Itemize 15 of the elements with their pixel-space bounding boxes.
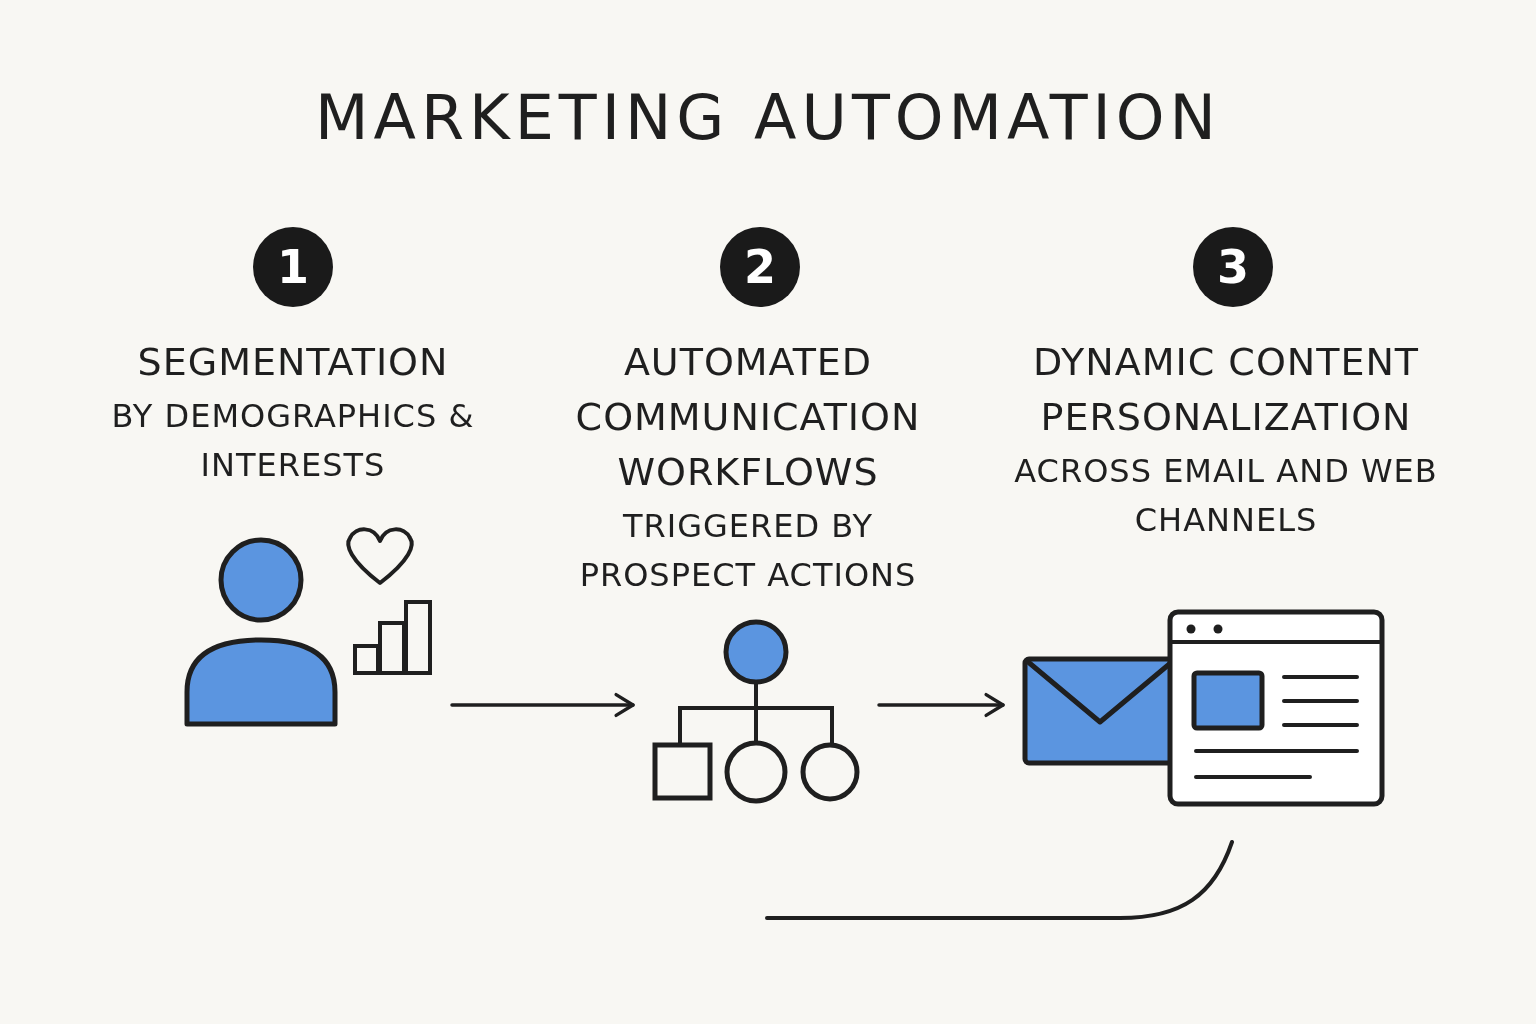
step-description: ACROSS EMAIL AND WEB CHANNELS	[1013, 451, 1439, 541]
person-drawing	[184, 527, 432, 727]
email-browser-drawing	[1022, 609, 1385, 807]
step-description: TRIGGERED BY PROSPECT ACTIONS	[578, 506, 918, 596]
step-number: 3	[1193, 227, 1273, 307]
arrow	[877, 692, 1005, 718]
arrow	[450, 692, 635, 718]
step-heading: DYNAMIC CONTENT PERSONALIZATION	[1031, 339, 1421, 441]
hierarchy-icon	[652, 619, 860, 804]
step-number: 2	[720, 227, 800, 307]
step-description: BY DEMOGRAPHICS & INTERESTS	[110, 396, 476, 486]
title: MARKETING AUTOMATION	[314, 80, 1222, 156]
step-heading: SEGMENTATION	[136, 339, 450, 386]
step-heading: AUTOMATED COMMUNICATION WORKFLOWS	[574, 339, 922, 496]
step-number: 1	[253, 227, 333, 307]
